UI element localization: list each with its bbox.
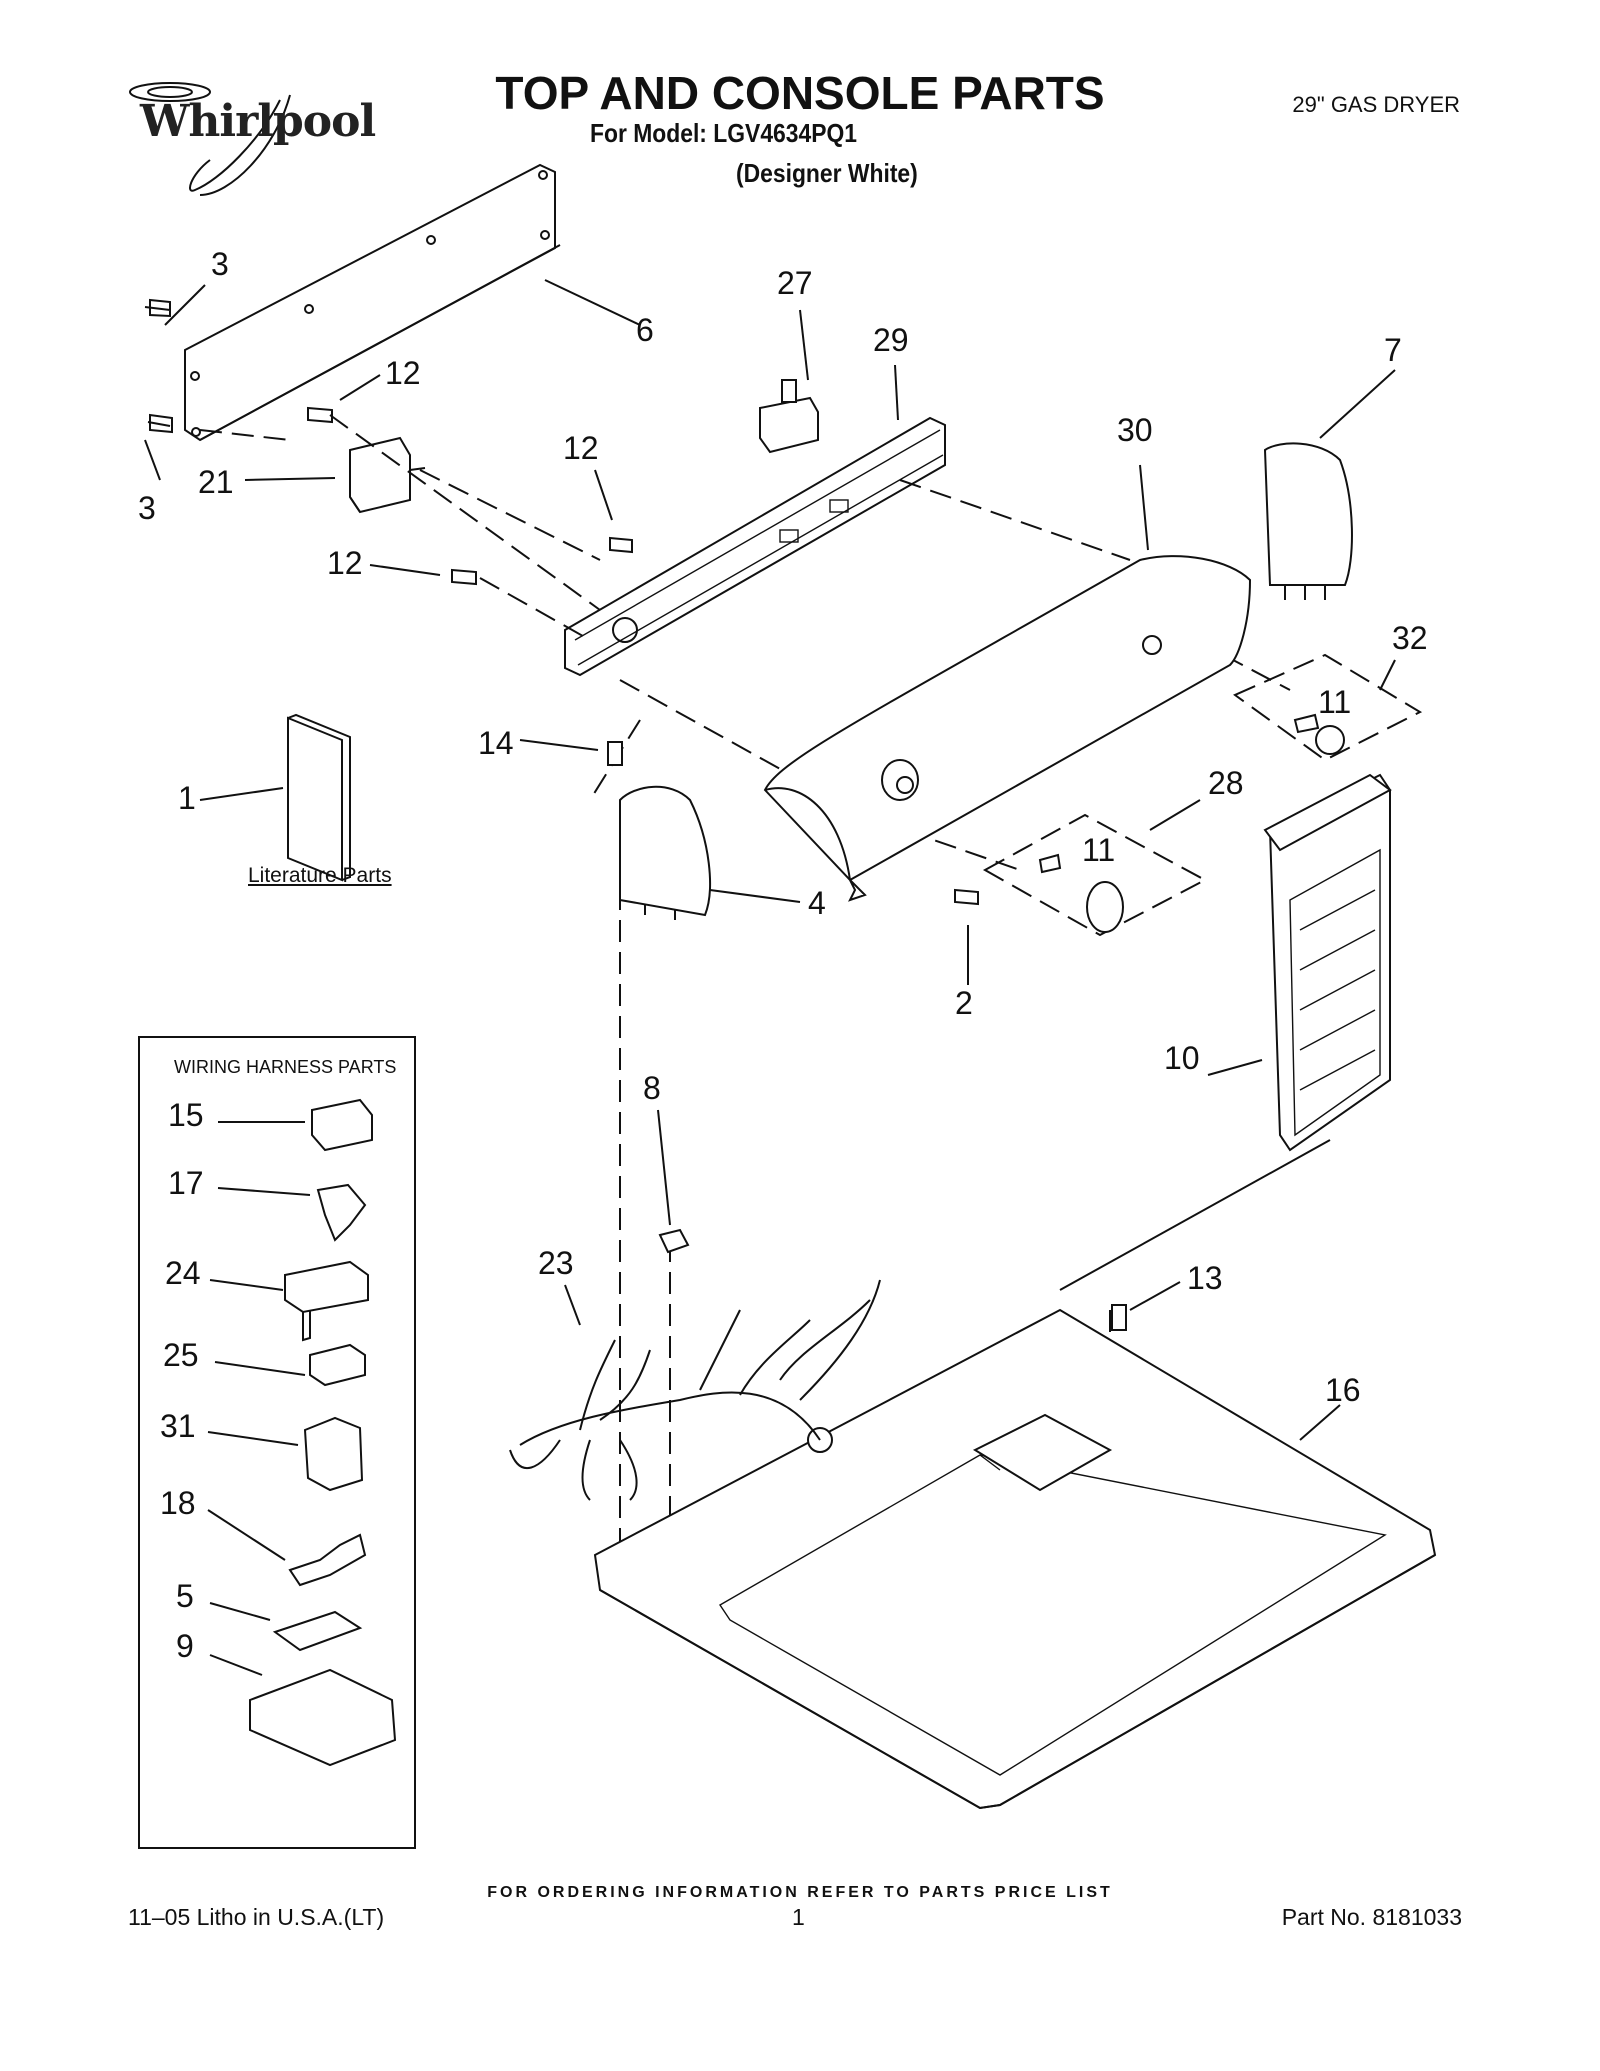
litho-info: 11–05 Litho in U.S.A.(LT) (128, 1904, 385, 1930)
literature-parts-label: Literature Parts (248, 864, 392, 887)
callout-8: 8 (643, 1070, 661, 1106)
callout-13: 13 (1187, 1260, 1223, 1296)
screw-14 (607, 741, 623, 766)
color-line: (Designer White) (736, 158, 918, 188)
leader-arrows (144, 279, 1396, 1676)
part-7-end-cap (1263, 442, 1353, 600)
callout-5: 5 (176, 1578, 194, 1614)
screw-12-a (307, 406, 333, 424)
callout-10: 10 (1164, 1040, 1200, 1076)
callout-1: 1 (178, 780, 196, 816)
callout-4: 4 (808, 885, 826, 921)
callout-23: 23 (538, 1245, 574, 1281)
callout-18: 18 (160, 1485, 196, 1521)
callout-2: 2 (955, 985, 973, 1021)
callout-17: 17 (168, 1165, 204, 1201)
brand-logo: Whirlpool (140, 96, 376, 147)
part-10-lint-filter (1263, 773, 1392, 1152)
callout-29: 29 (873, 322, 909, 358)
callout-6: 6 (636, 312, 654, 348)
harness-parts-drawings (249, 1098, 397, 1767)
screw-12-b (609, 536, 633, 554)
part-6-rear-panel (184, 163, 561, 442)
screw-13 (1111, 1304, 1127, 1331)
part-21-timer (349, 436, 426, 514)
product-label: 29" GAS DRYER (1292, 92, 1460, 117)
callout-27: 27 (777, 265, 813, 301)
wiring-harness-box (138, 1036, 416, 1849)
part-32-knob-kit (1233, 653, 1423, 762)
part-30-console (763, 555, 1252, 902)
page-number: 1 (792, 1904, 805, 1930)
part-28-knob-kit (982, 813, 1208, 937)
callout-32: 32 (1392, 620, 1428, 656)
callout-31: 31 (160, 1408, 196, 1444)
callout-16: 16 (1325, 1372, 1361, 1408)
callout-3-upper: 3 (211, 246, 229, 282)
page-title: TOP AND CONSOLE PARTS (495, 67, 1105, 119)
callout-12-a: 12 (385, 355, 421, 391)
part-8-clip (658, 1228, 690, 1254)
callout-11-a: 11 (1318, 684, 1352, 720)
callout-7: 7 (1384, 332, 1402, 368)
callout-14: 14 (478, 725, 514, 761)
callout-25: 25 (163, 1337, 199, 1373)
callout-21: 21 (198, 464, 234, 500)
callout-11-b: 11 (1082, 832, 1116, 868)
callout-3-lower: 3 (138, 490, 156, 526)
wiring-harness-title: WIRING HARNESS PARTS (174, 1057, 397, 1077)
part-number: Part No. 8181033 (1281, 1904, 1462, 1930)
part-1-literature (287, 713, 351, 882)
part-29-console-bracket (564, 416, 946, 677)
part-27-switch (759, 379, 819, 454)
screw-3-lower (147, 413, 173, 434)
model-line: For Model: LGV4634PQ1 (590, 118, 857, 148)
callout-24: 24 (165, 1255, 201, 1291)
callout-15: 15 (168, 1097, 204, 1133)
whirlpool-logo (129, 82, 291, 196)
callout-9: 9 (176, 1628, 194, 1664)
part-4-end-cap (619, 785, 711, 920)
screw-3-upper (144, 298, 171, 318)
callout-12-b: 12 (563, 430, 599, 466)
screw-12-c (451, 568, 477, 586)
callout-12-c: 12 (327, 545, 363, 581)
callout-30: 30 (1117, 412, 1153, 448)
callout-28: 28 (1208, 765, 1244, 801)
ordering-note: FOR ORDERING INFORMATION REFER TO PARTS … (487, 1884, 1113, 1901)
part-16-top-panel (593, 1308, 1437, 1810)
screw-2 (954, 888, 979, 906)
part-23-wiring-harness (509, 1279, 881, 1501)
